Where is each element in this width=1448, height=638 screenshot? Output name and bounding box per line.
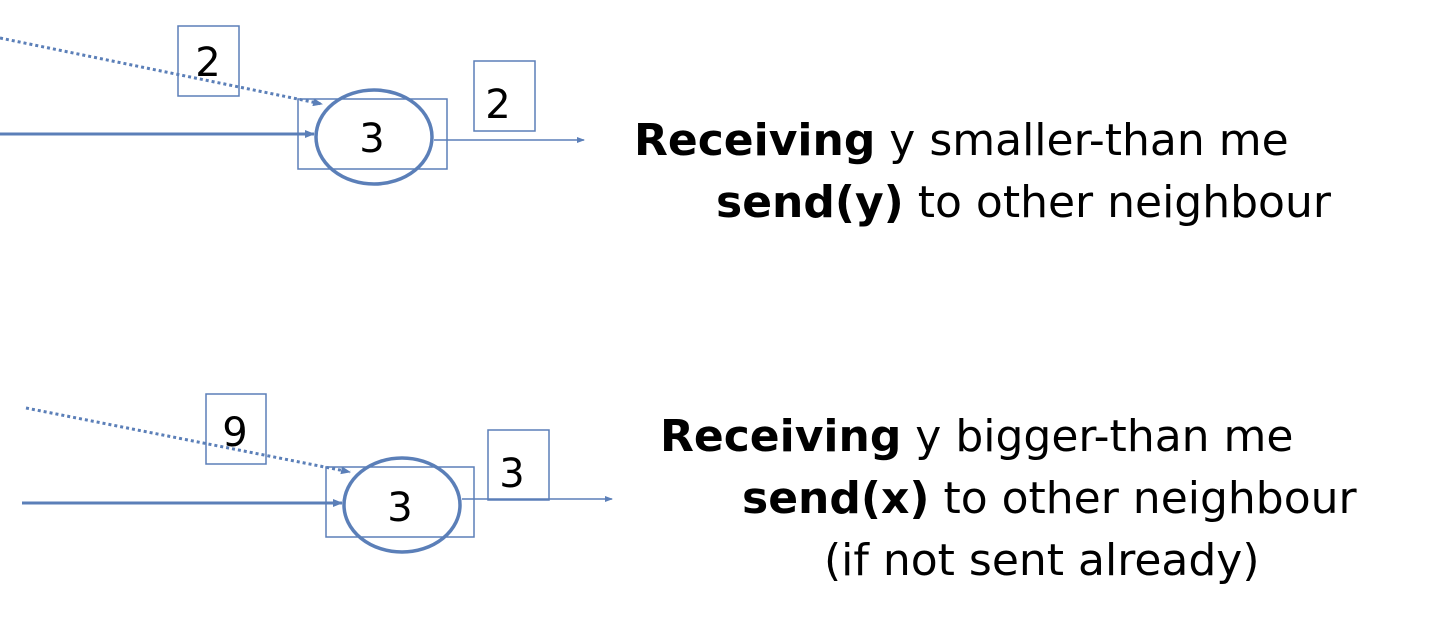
outgoing-message-box bbox=[487, 429, 550, 501]
caption-line-2: send(x) to other neighbour bbox=[660, 468, 1357, 530]
scenario-2-caption: Receiving y bigger-than me send(x) to ot… bbox=[660, 406, 1357, 592]
caption-keyword: Receiving bbox=[660, 411, 902, 462]
process-node-box bbox=[325, 466, 475, 538]
incoming-message-value: 9 bbox=[222, 410, 247, 456]
process-node bbox=[342, 456, 462, 554]
caption-text: to other neighbour bbox=[929, 473, 1357, 524]
incoming-message-box bbox=[205, 393, 267, 465]
caption-line-1: Receiving y bigger-than me bbox=[660, 406, 1357, 468]
process-node bbox=[314, 88, 434, 186]
process-node-box bbox=[297, 98, 448, 170]
scenario-1: 2 3 2 bbox=[0, 25, 585, 186]
scenario-2: 9 3 3 bbox=[22, 393, 613, 554]
process-node-value: 3 bbox=[359, 116, 384, 162]
caption-line-1: Receiving y smaller-than me bbox=[634, 110, 1331, 172]
incoming-message-box bbox=[177, 25, 240, 97]
scenario-1-caption: Receiving y smaller-than me send(y) to o… bbox=[634, 110, 1331, 234]
caption-keyword: send(y) bbox=[716, 177, 904, 228]
caption-text: (if not sent already) bbox=[824, 535, 1260, 586]
caption-keyword: send(x) bbox=[742, 473, 930, 524]
caption-text: y smaller-than me bbox=[875, 115, 1289, 166]
outgoing-message-value: 3 bbox=[499, 451, 524, 497]
caption-text: to other neighbour bbox=[903, 177, 1331, 228]
incoming-message-arrow bbox=[25, 406, 351, 475]
incoming-message-value: 2 bbox=[195, 40, 220, 86]
outgoing-message-box bbox=[473, 60, 536, 132]
caption-keyword: Receiving bbox=[634, 115, 876, 166]
incoming-message-arrow bbox=[0, 36, 323, 107]
caption-text: y bigger-than me bbox=[901, 411, 1294, 462]
process-node-value: 3 bbox=[387, 485, 412, 531]
outgoing-message-value: 2 bbox=[485, 82, 510, 128]
caption-line-2: send(y) to other neighbour bbox=[634, 172, 1331, 234]
caption-line-3: (if not sent already) bbox=[660, 530, 1357, 592]
